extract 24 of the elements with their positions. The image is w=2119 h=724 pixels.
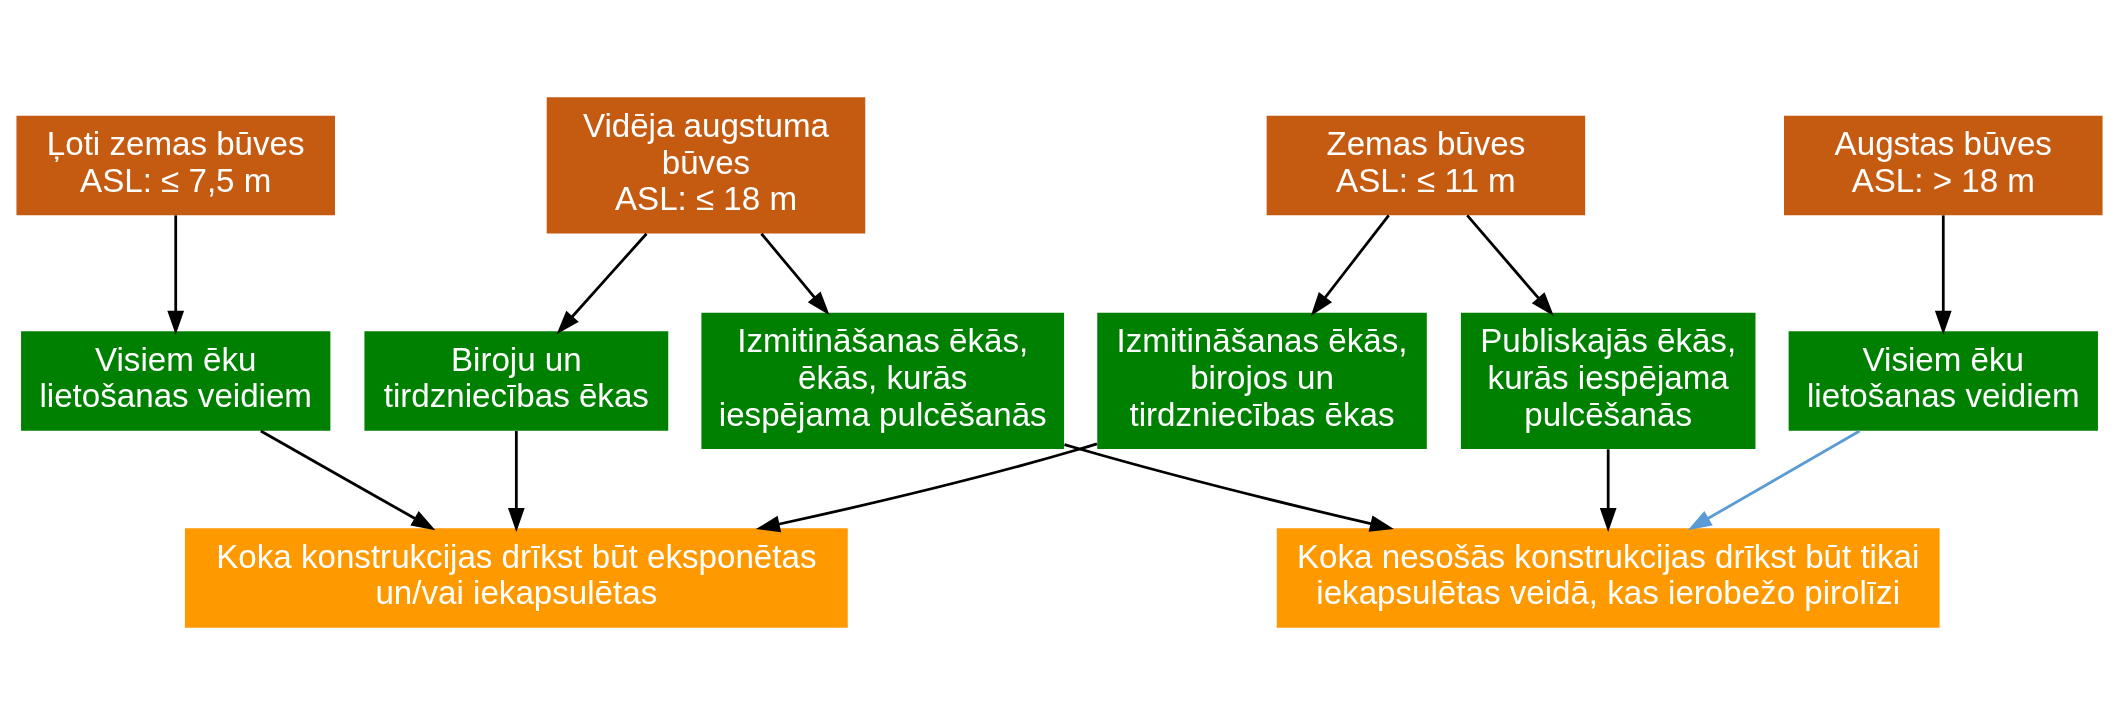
node-box: Biroju un tirdzniecības ēkas xyxy=(364,330,669,431)
node-box: Izmitināšanas ēkās, ēkās, kurās iespējama pulcēšanās xyxy=(701,312,1065,449)
node-box: Zemas būves ASL: ≤ 11 m xyxy=(1266,115,1586,215)
node-box: Izmitināšanas ēkās, birojos un tirdzniecības ēkas xyxy=(1097,312,1427,449)
arrow xyxy=(260,429,436,530)
arrow xyxy=(1310,214,1390,316)
arrow xyxy=(167,214,185,335)
node-box: Visiem ēku lietošanas veidiem xyxy=(1788,330,2098,431)
node-box: Koka konstrukcijas drīkst būt eksponētas un/vai iekapsulētas xyxy=(184,527,848,628)
arrow xyxy=(507,430,525,532)
node-box: Ļoti zemas būves ASL: ≤ 7,5 m xyxy=(16,115,335,215)
arrow xyxy=(1934,214,1952,335)
arrow xyxy=(1466,214,1554,316)
node-box: Augstas būves ASL: > 18 m xyxy=(1784,115,2103,215)
node-box: Koka nesošās konstrukcijas drīkst būt tikai iekapsulētas veidā, kas ierobežo pirolīzi xyxy=(1276,527,1940,628)
arrow xyxy=(556,232,648,334)
node-box: Publiskajās ēkās, kurās iespējama pulcēšanās xyxy=(1460,312,1756,449)
arrow xyxy=(760,232,830,315)
node-box: Visiem ēku lietošanas veidiem xyxy=(21,330,331,431)
arrow xyxy=(755,442,1098,532)
arrow xyxy=(1599,448,1617,532)
arrow xyxy=(1687,429,1861,530)
arrow xyxy=(1064,442,1394,532)
node-box: Vidēja augstuma būves ASL: ≤ 18 m xyxy=(546,96,866,234)
